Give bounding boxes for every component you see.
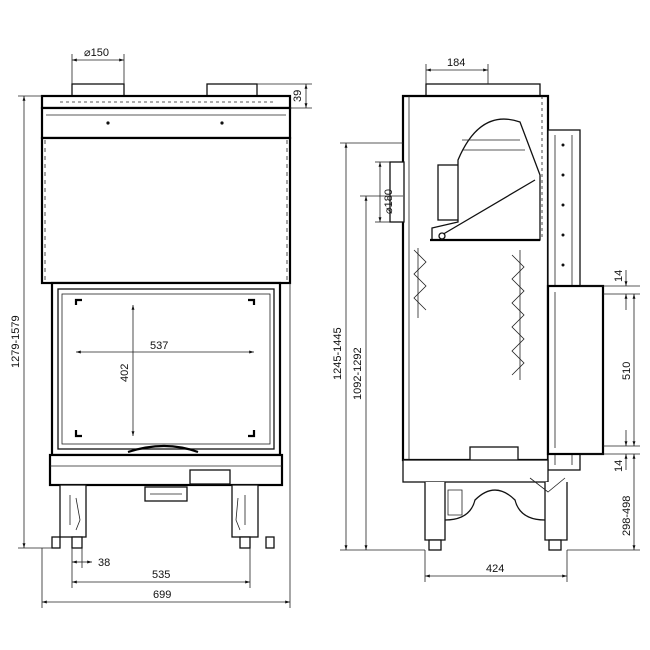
side-flue-diameter-label: ⌀180 xyxy=(383,189,395,214)
front-glass xyxy=(61,293,271,445)
front-view: 537 402 ⌀150 39 1279-1579 xyxy=(10,47,312,608)
front-rear-collar xyxy=(206,83,258,97)
front-total-width-label: 699 xyxy=(153,589,171,601)
side-gap-bottom-label: 14 xyxy=(613,460,625,472)
side-depth-label: 424 xyxy=(486,563,504,575)
glass-height-label: 402 xyxy=(119,364,131,382)
side-door-height-label: 510 xyxy=(621,362,633,380)
front-flue-diameter-label: ⌀150 xyxy=(84,47,109,59)
side-front-leg xyxy=(424,482,446,541)
side-top-collar xyxy=(425,83,541,97)
side-baffles xyxy=(413,248,525,380)
front-base-width-label: 535 xyxy=(152,569,170,581)
front-top-height-label: 39 xyxy=(292,90,304,102)
side-inner-height-label: 1092-1292 xyxy=(352,347,364,400)
side-rear-leg xyxy=(544,482,568,541)
glass-width-label: 537 xyxy=(150,340,168,352)
front-ash-drawer xyxy=(189,469,231,485)
side-door xyxy=(546,284,605,456)
front-left-leg xyxy=(59,484,87,538)
side-top-width-label: 184 xyxy=(447,57,465,69)
side-view: 184 ⌀180 1245-1445 1092-1292 14 510 14 2… xyxy=(332,57,640,582)
front-flue-collar xyxy=(71,83,125,97)
side-gap-top-label: 14 xyxy=(613,270,625,282)
side-flue-stub xyxy=(389,161,405,223)
side-outer-height-label: 1245-1445 xyxy=(332,327,344,380)
front-upper-hood xyxy=(40,106,292,140)
side-foot-height-label: 298-498 xyxy=(621,496,633,536)
front-door-frame xyxy=(50,281,282,457)
front-foot-offset-label: 38 xyxy=(98,557,110,569)
front-base xyxy=(48,453,284,487)
front-body xyxy=(40,136,292,285)
front-total-height-label: 1279-1579 xyxy=(10,315,22,368)
